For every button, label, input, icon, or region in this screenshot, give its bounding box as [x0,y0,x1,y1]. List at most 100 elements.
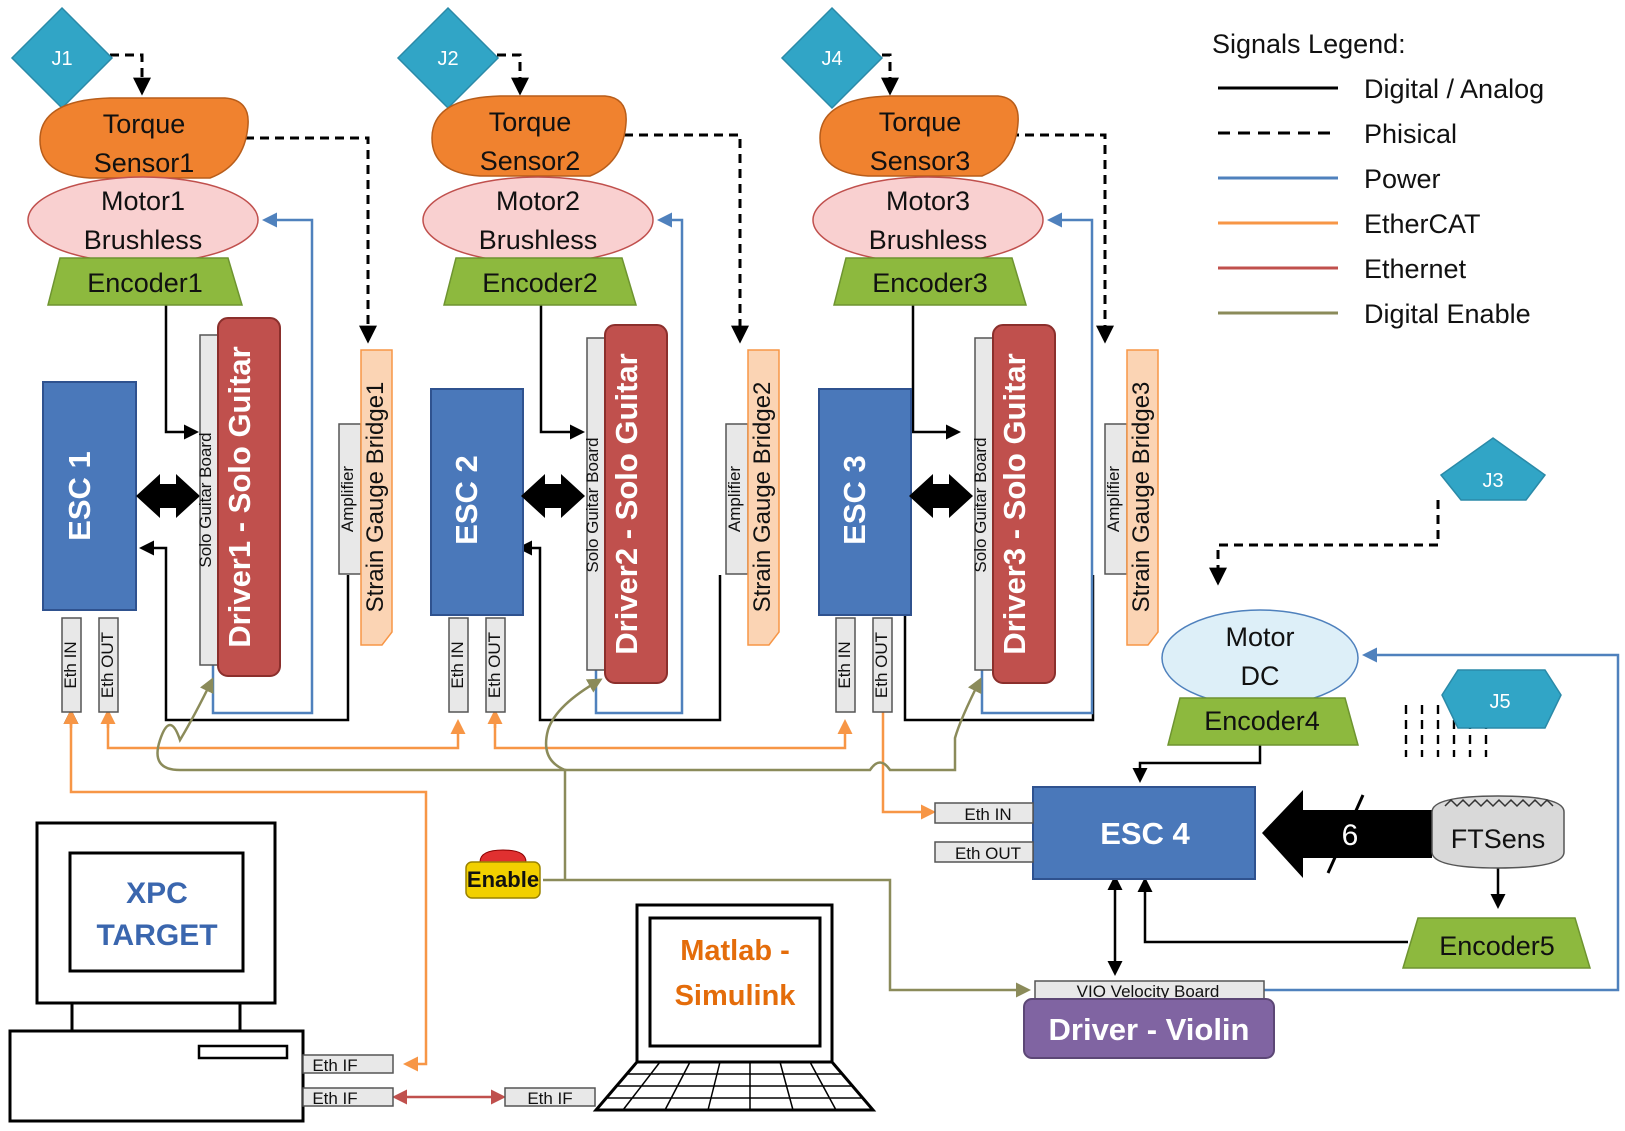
strain-gauge-1-label: Strain Gauge Bridge1 [362,382,389,613]
xpc-eth-if-1-label: Eth IF [312,1056,357,1075]
eth-out-1-label: Eth OUT [98,632,117,698]
eth-out-3 [872,617,893,713]
driver-violin-label: Driver - Violin [1049,1012,1250,1047]
unit-3: J4 Torque Sensor3 Motor3 Brushless Encod… [780,6,1159,713]
legend-label-physical: Phisical [1364,119,1457,149]
unit-2: J2 Torque Sensor2 Motor2 Brushless Encod… [396,6,780,713]
solo-board-1-label: Solo Guitar Board [196,432,215,567]
torque-sensor-2-line1: Torque [489,107,572,137]
joint-j5-label: J5 [1489,691,1510,713]
solo-board-2-label: Solo Guitar Board [583,437,602,572]
legend-label-ethernet: Ethernet [1364,254,1467,284]
esc-4-eth-in-label: Eth IN [964,805,1011,824]
xpc-eth-if-2 [302,1087,394,1107]
torque-sensor-3 [819,95,1019,177]
driver-violin [1023,998,1275,1059]
encoder-1 [47,257,244,306]
motor-2-line2: Brushless [479,225,598,255]
encoder-3-label: Encoder3 [872,268,988,298]
esc-4-eth-out [934,841,1034,863]
xpc-tower [8,1029,305,1123]
joint-j3-label: J3 [1482,470,1503,492]
laptop-eth-if [504,1087,596,1107]
encoder-2 [443,257,638,306]
eth-in-3-label: Eth IN [835,641,854,688]
encoder-2-label: Encoder2 [482,268,598,298]
joint-j5 [1441,669,1562,729]
enable-button: Enable [465,849,541,899]
joint-j3 [1439,437,1547,501]
eth-in-1 [61,617,82,713]
xpc-eth-if-2-label: Eth IF [312,1089,357,1108]
motor-3-line2: Brushless [869,225,988,255]
torque-sensor-1 [39,97,249,179]
amplifier-2-label: Amplifier [725,466,744,532]
encoder-4-label: Encoder4 [1204,706,1320,736]
enable-button-body [465,861,541,899]
laptop-keys [607,1061,862,1111]
bus-width-label: 6 [1342,819,1359,852]
joint-j4 [780,6,884,110]
esc-4-eth-out-label: Eth OUT [955,844,1021,863]
driver-1 [217,317,281,677]
bus-slash [1326,794,1365,874]
encoder-1-label: Encoder1 [87,268,203,298]
xpc-stand [70,1001,242,1033]
motor-dc-line2: DC [1241,661,1280,691]
laptop-eth-if-label: Eth IF [527,1089,572,1108]
legend-label-enable: Digital Enable [1364,299,1531,329]
driver-3 [992,324,1056,684]
enable-button-cap [479,849,527,863]
encoder-3 [833,257,1028,306]
esc-4-eth-in [934,802,1034,824]
encoder-5 [1401,917,1592,969]
esc-3 [818,388,912,616]
xpc-line1: XPC [126,877,188,910]
torque-sensor-2 [431,95,627,177]
torque-sensor-3-line1: Torque [879,107,962,137]
torque-sensor-3-line2: Sensor3 [870,146,971,176]
laptop: Matlab - Simulink Eth IF [504,903,877,1112]
driver-2 [604,324,668,684]
torque-sensor-1-line2: Sensor1 [94,148,195,178]
strain-gauge-2 [747,349,780,646]
ftsens-label: FTSens [1451,824,1546,854]
strain-gauge-3 [1126,349,1159,646]
eth-in-2-label: Eth IN [448,641,467,688]
eth-in-1-label: Eth IN [61,641,80,688]
encoder-5-label: Encoder5 [1439,931,1555,961]
amplifier-1-label: Amplifier [338,466,357,532]
motor-dc-line1: Motor [1225,622,1294,652]
amplifier-3-label: Amplifier [1104,466,1123,532]
esc-1 [42,381,137,611]
legend-label-power: Power [1364,164,1441,194]
strain-gauge-2-label: Strain Gauge Bridge2 [749,382,776,613]
strain-gauge-3-label: Strain Gauge Bridge3 [1128,382,1155,613]
solo-board-3-label: Solo Guitar Board [971,437,990,572]
eth-in-3 [835,617,856,713]
legend-label-digital: Digital / Analog [1364,74,1544,104]
xpc-target-pc: XPC TARGET Eth IF Eth IF [8,821,394,1123]
xpc-eth-if-1 [302,1054,394,1074]
matlab-line2: Simulink [675,980,797,1012]
unit-4: J3 Motor DC Encoder4 J5 ESC 4 Eth IN Eth… [934,437,1592,1059]
esc-1-label: ESC 1 [62,451,97,541]
legend-label-ethercat: EtherCAT [1364,209,1481,239]
legend: Signals Legend: Digital / Analog Phisica… [1212,29,1544,329]
enable-label: Enable [467,867,539,892]
driver-2-label: Driver2 - Solo Guitar [609,353,644,654]
joint-j4-label: J4 [821,48,842,70]
ftsens [1431,795,1565,869]
esc-2-label: ESC 2 [449,455,484,545]
ftsens-strain-icon [1444,798,1554,808]
laptop-screen [648,916,822,1048]
motor-3-line1: Motor3 [886,186,970,216]
encoder-4 [1167,697,1359,746]
driver-3-label: Driver3 - Solo Guitar [997,353,1032,654]
joint-j1-label: J1 [51,48,72,70]
motor-1-line2: Brushless [84,225,203,255]
strain-gauge-1 [360,349,393,646]
eth-out-2-label: Eth OUT [485,632,504,698]
legend-title: Signals Legend: [1212,29,1406,59]
